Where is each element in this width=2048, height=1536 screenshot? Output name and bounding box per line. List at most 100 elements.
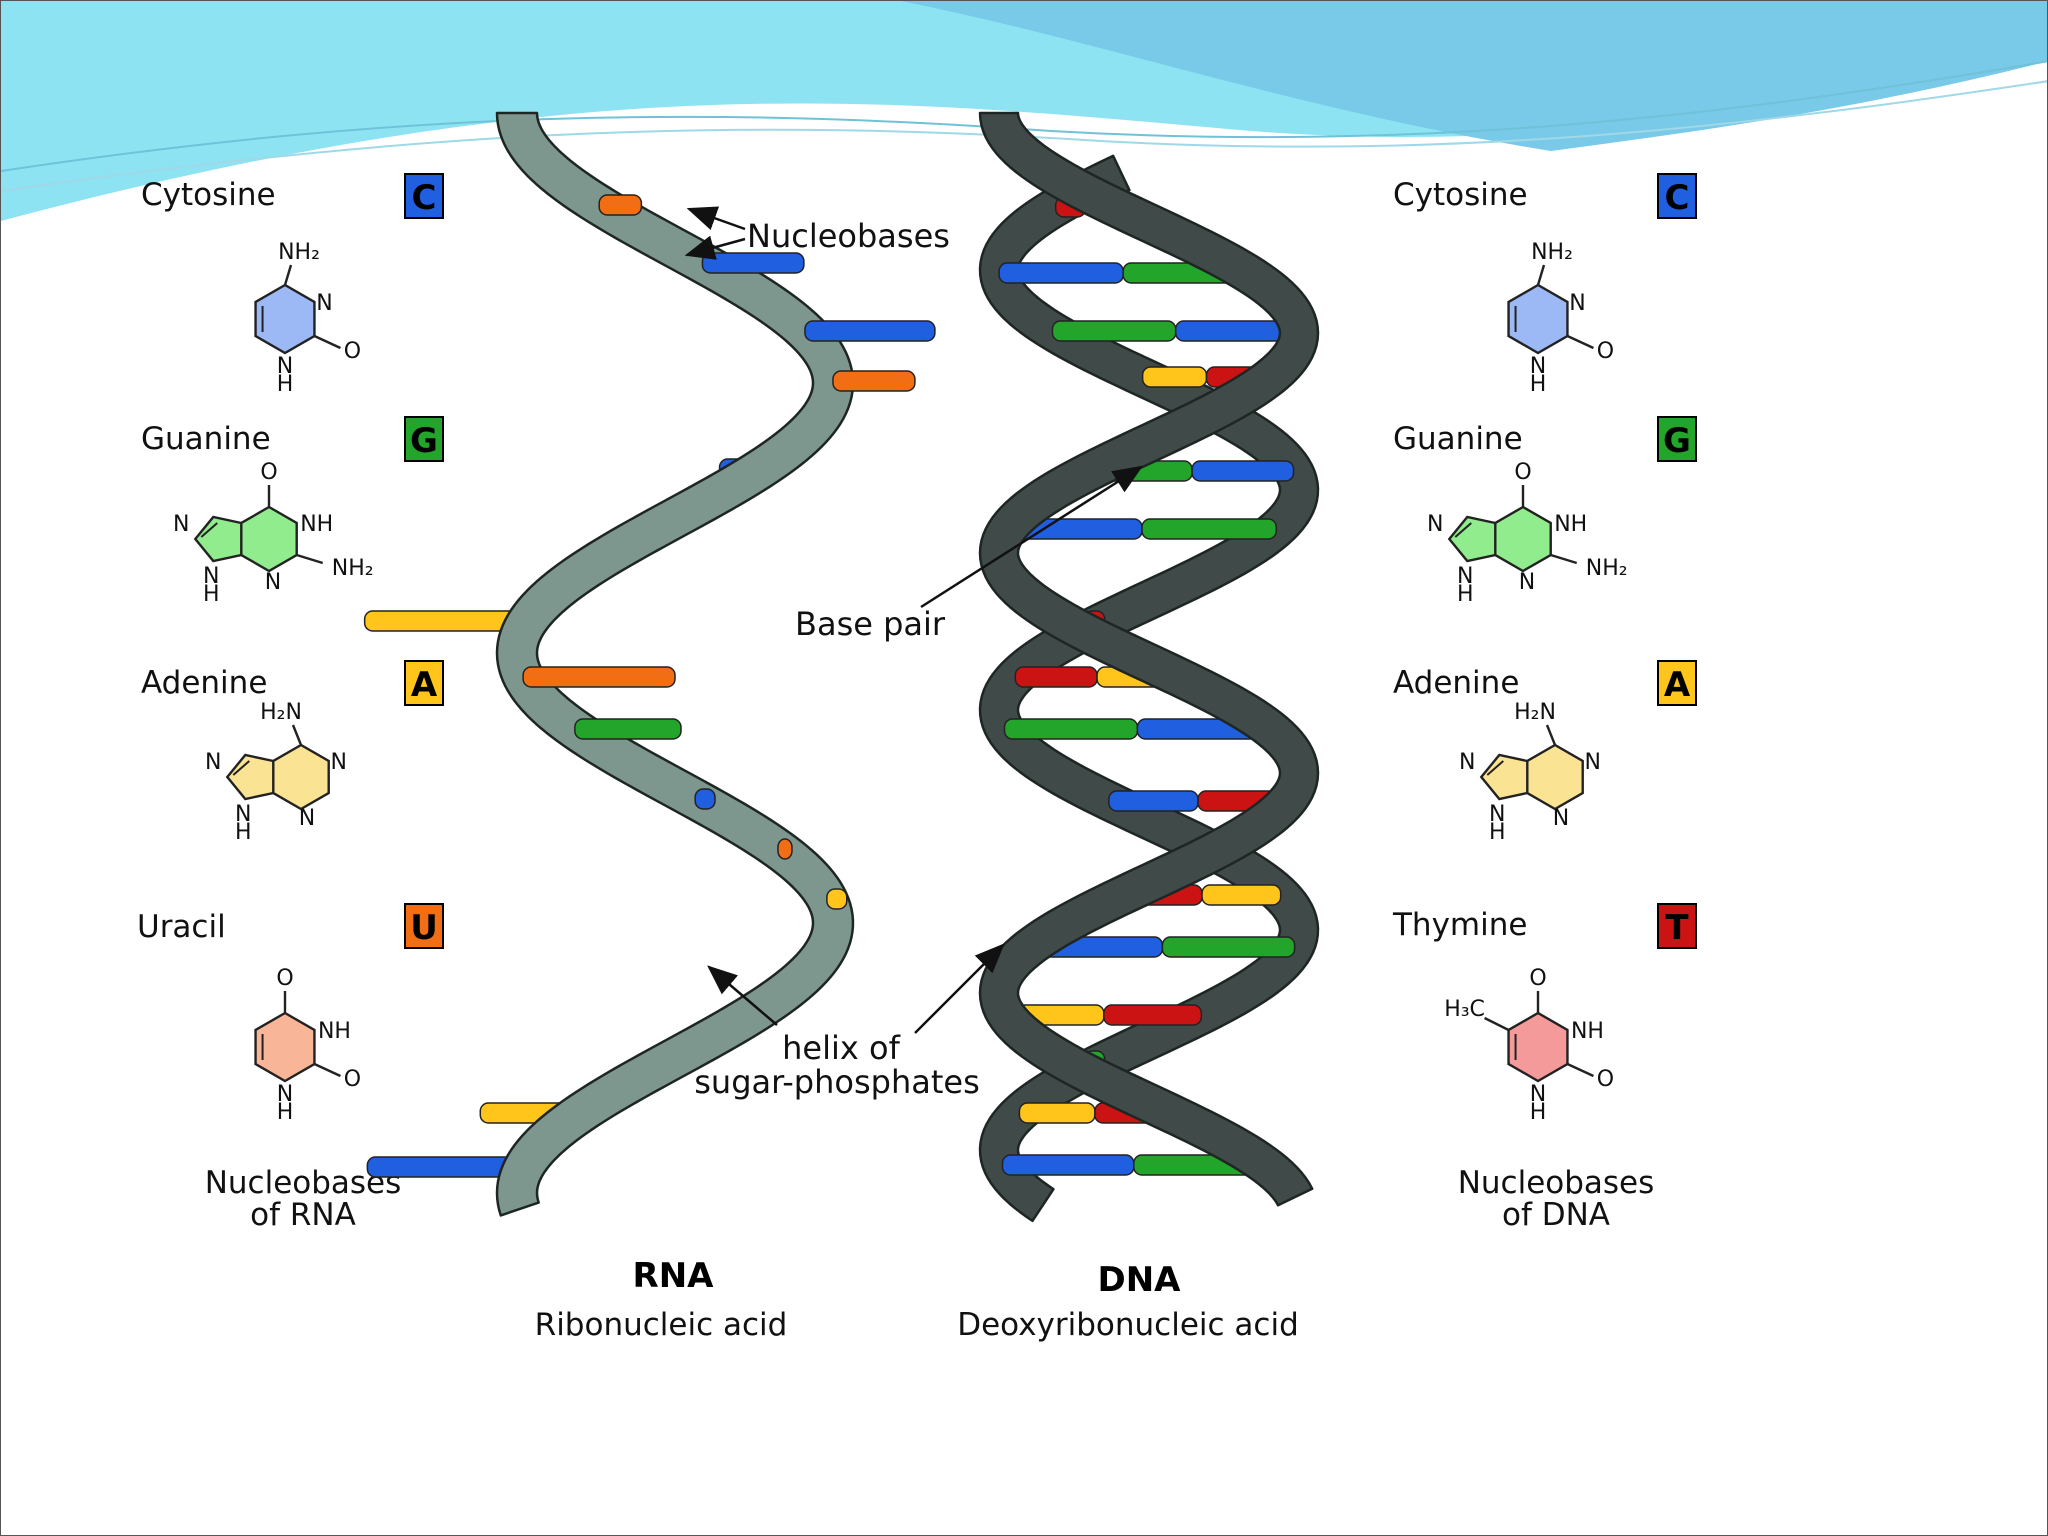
thymine-base [1014, 666, 1098, 688]
nitrogen-atom: N [235, 802, 251, 827]
bond [313, 1062, 341, 1078]
ring [254, 283, 316, 355]
thymine-base [1103, 1004, 1203, 1026]
guanine-badge: G [1657, 416, 1697, 462]
header-wave [1, 1, 2047, 221]
six-ring [1526, 743, 1584, 811]
nitrogen-atom: N [1584, 750, 1600, 775]
hydrogen-atom: H [1489, 820, 1506, 845]
dna-title: DNA [1098, 1260, 1182, 1300]
six-ring [1494, 505, 1552, 573]
nitrogen-atom: N [1530, 1082, 1546, 1107]
uracil-base [598, 194, 643, 216]
base-pair-annotation: Base pair [795, 605, 946, 643]
bond [313, 334, 341, 350]
rna-helix [363, 111, 936, 1217]
adenine-label: Adenine [1393, 665, 1519, 701]
bond [1566, 1062, 1594, 1078]
rna-caption-line2: of RNA [250, 1197, 356, 1233]
uracil-base [522, 666, 676, 688]
titles: RNA Ribonucleic acid DNA Deoxyribonuclei… [535, 1256, 1299, 1343]
oxygen-atom: O [1597, 339, 1614, 364]
oxygen-atom: O [344, 1067, 361, 1092]
nucleobases-annotation: Nucleobases [747, 217, 950, 255]
oxygen-atom: O [1597, 1067, 1614, 1092]
thymine-structure: O NH O NH H₃C [1444, 966, 1614, 1125]
helix-annotation-line2: sugar-phosphates [694, 1063, 979, 1101]
adenine-letter: A [411, 665, 438, 705]
cytosine-base [998, 262, 1124, 284]
five-ring [1447, 515, 1497, 563]
dna-caption-line2: of DNA [1502, 1197, 1610, 1233]
double-bond [1486, 760, 1504, 776]
nitrogen-atom: N [316, 291, 332, 316]
guanine-base [1161, 936, 1296, 958]
oxygen-atom: O [1529, 966, 1546, 991]
bond [296, 553, 324, 565]
thymine-badge: T [1657, 903, 1697, 949]
six-ring [272, 743, 330, 811]
nh-group: NH [300, 512, 333, 537]
nitrogen-atom: N [1530, 354, 1546, 379]
ring [254, 1011, 316, 1083]
amino-group: NH₂ [332, 556, 374, 581]
double-bond [232, 760, 250, 776]
dna-caption-line1: Nucleobases [1458, 1165, 1655, 1201]
base-pair-arrow [920, 465, 1144, 609]
guanine-base [1003, 718, 1139, 740]
cytosine-badge: C [1657, 173, 1697, 219]
hydrogen-atom: H [203, 582, 220, 607]
nitrogen-atom: N [1457, 564, 1473, 589]
bond [1550, 553, 1578, 565]
adenine-letter: A [1664, 665, 1691, 705]
uracil-letter: U [410, 908, 438, 948]
hydrogen-atom: H [1530, 372, 1547, 397]
nh-group: NH [1571, 1019, 1604, 1044]
nucleobases-arrow-1 [686, 206, 746, 231]
double-bond [200, 522, 218, 538]
nitrogen-atom: N [203, 564, 219, 589]
nitrogen-atom: N [277, 1082, 293, 1107]
nitrogen-atom: N [1489, 802, 1505, 827]
five-ring [1479, 753, 1529, 801]
uracil-base [777, 838, 793, 860]
bond [1566, 334, 1594, 350]
amino-group: H₂N [1514, 700, 1556, 725]
nitrogen-atom: N [265, 570, 281, 595]
oxygen-atom: O [260, 460, 277, 485]
guanine-letter: G [410, 421, 438, 461]
hydrogen-atom: H [277, 372, 294, 397]
nitrogen-atom: N [1569, 291, 1585, 316]
methyl-group: H₃C [1444, 997, 1485, 1022]
cytosine-letter: C [412, 178, 437, 218]
thymine-label: Thymine [1392, 907, 1527, 943]
cytosine-badge: C [404, 173, 444, 219]
hydrogen-atom: H [1530, 1100, 1547, 1125]
double-bond [1454, 522, 1472, 538]
cytosine-letter: C [1665, 178, 1690, 218]
bond [1536, 264, 1546, 286]
amino-group: H₂N [260, 700, 302, 725]
adenine-badge: A [404, 660, 444, 706]
oxygen-atom: O [344, 339, 361, 364]
guanine-base [1051, 320, 1177, 342]
nitrogen-atom: N [205, 750, 221, 775]
amino-group: NH₂ [278, 240, 320, 265]
guanine-label: Guanine [1393, 421, 1523, 457]
cytosine-base [701, 252, 805, 274]
adenine-base [1201, 884, 1282, 906]
dna-helix-arrow [914, 943, 1005, 1034]
cytosine-base [1001, 1154, 1135, 1176]
five-ring [225, 753, 275, 801]
nitrogen-atom: N [173, 512, 189, 537]
cytosine-label: Cytosine [1393, 177, 1528, 213]
